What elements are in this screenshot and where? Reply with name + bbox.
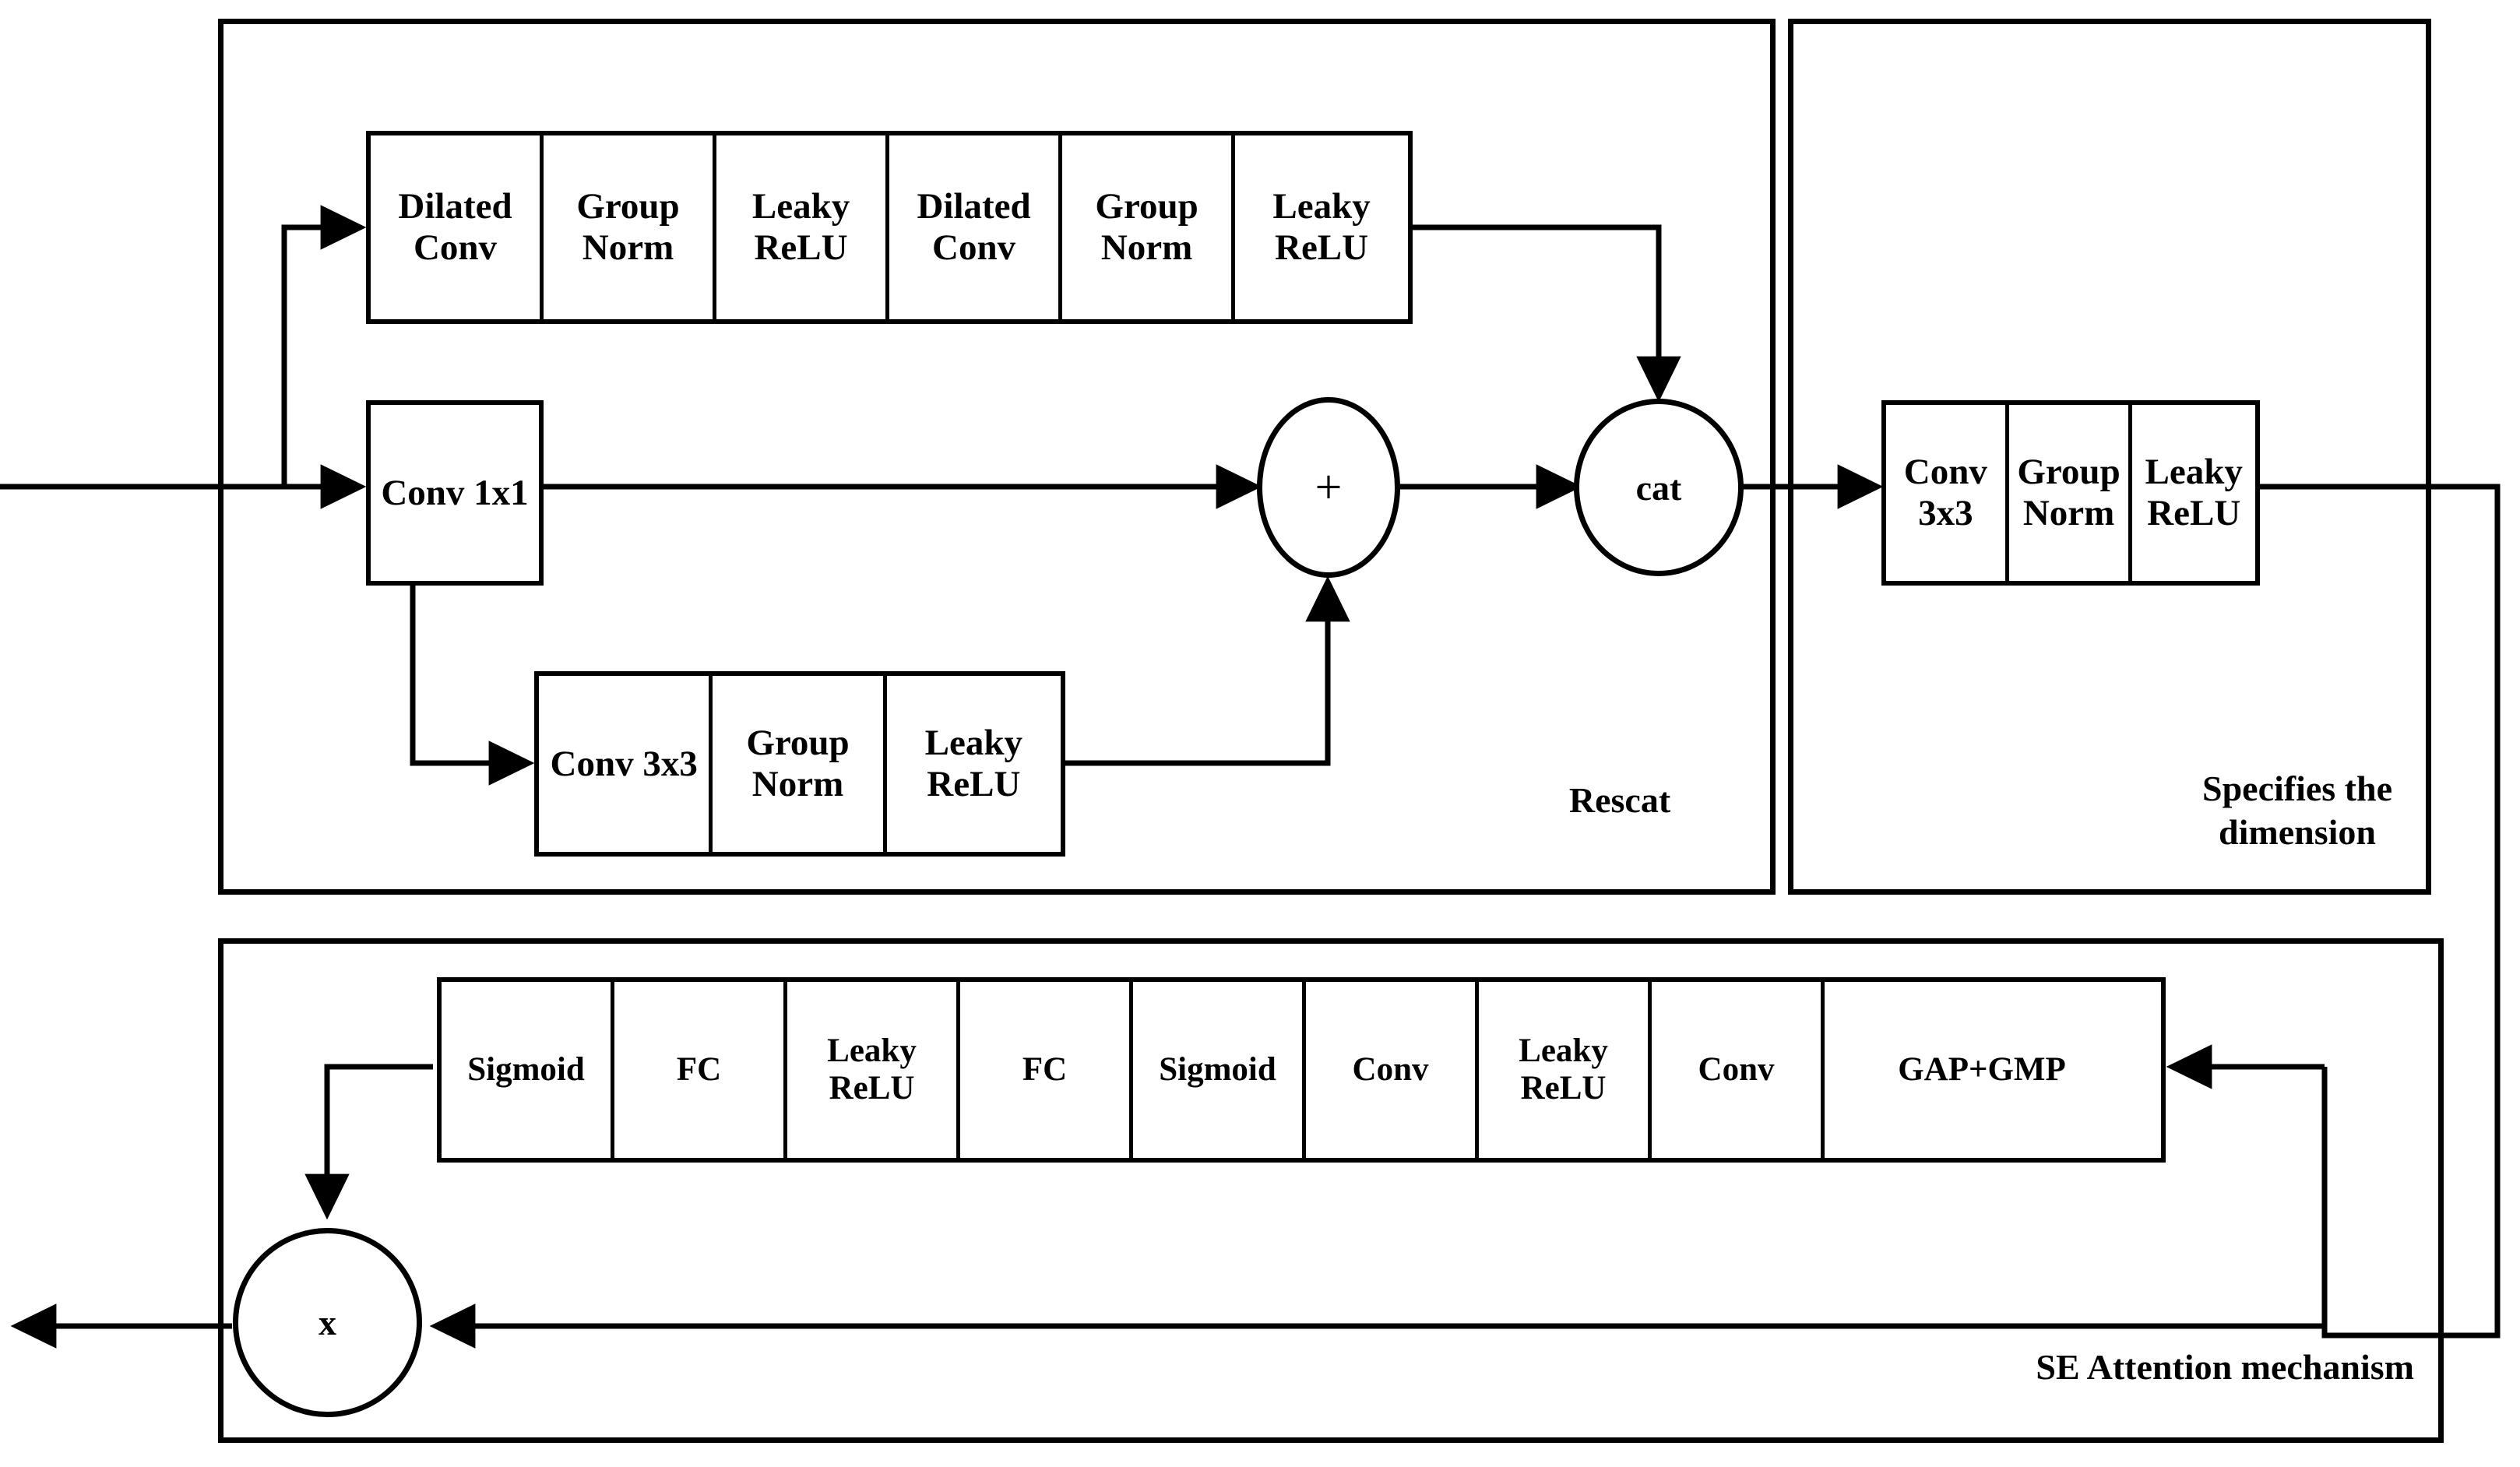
block-se-sigmoid-1[interactable]: Sigmoid <box>442 982 614 1158</box>
block-conv-1x1[interactable]: Conv 1x1 <box>366 400 544 586</box>
block-se-leaky-relu-2[interactable]: Leaky ReLU <box>1479 982 1652 1158</box>
block-leaky-relu-2[interactable]: Leaky ReLU <box>1272 186 1371 268</box>
block-se-sigmoid-2[interactable]: Sigmoid <box>1133 982 1306 1158</box>
node-multiply[interactable]: x <box>233 1228 422 1417</box>
wire-dilated-to-cat <box>1410 224 1681 403</box>
wire-input-branch-to-dilated <box>281 205 367 487</box>
wire-conv3x3-to-add <box>1065 575 1350 766</box>
block-leaky-relu-1[interactable]: Leaky ReLU <box>716 135 890 319</box>
block-dilated-conv-1[interactable]: Dilated Conv <box>371 135 544 319</box>
block-se-leaky-relu-1[interactable]: Leaky ReLU <box>787 982 960 1158</box>
block-group-norm-specifies[interactable]: Group Norm <box>2009 405 2133 581</box>
node-cat[interactable]: cat <box>1574 399 1744 576</box>
block-se-fc-1[interactable]: FC <box>614 982 787 1158</box>
label-specifies-dimension: Specifies the dimension <box>2201 769 2392 853</box>
panel-specifies-dimension <box>1788 19 2431 895</box>
se-attention-chain: Sigmoid FC Leaky ReLU FC Sigmoid Conv Le… <box>437 977 2166 1163</box>
node-add[interactable]: + <box>1257 397 1400 578</box>
block-conv-3x3-lower[interactable]: Conv 3x3 <box>539 676 713 852</box>
dilated-conv-chain: Dilated Conv Group Norm Leaky ReLU Dilat… <box>366 131 1413 324</box>
conv3x3-chain: Conv 3x3 Group Norm Leaky ReLU <box>534 671 1065 857</box>
block-se-conv-1[interactable]: Conv <box>1306 982 1479 1158</box>
block-group-norm-2[interactable]: Group Norm <box>1062 135 1236 319</box>
specifies-dimension-chain: Conv 3x3 Group Norm Leaky ReLU <box>1881 400 2260 586</box>
panel-rescat <box>218 19 1776 895</box>
block-group-norm-1[interactable]: Group Norm <box>544 135 717 319</box>
label-rescat: Rescat <box>1568 780 1671 820</box>
block-leaky-relu-specifies[interactable]: Leaky ReLU <box>2145 452 2243 533</box>
panel-se-attention <box>218 938 2444 1443</box>
block-group-norm-lower[interactable]: Group Norm <box>713 676 887 852</box>
block-dilated-conv-2[interactable]: Dilated Conv <box>889 135 1063 319</box>
block-se-fc-2[interactable]: FC <box>960 982 1133 1158</box>
block-se-gap-gmp[interactable]: GAP+GMP <box>1898 1050 2066 1088</box>
wire-conv1x1-to-conv3x3 <box>410 586 535 786</box>
block-conv-3x3-specifies[interactable]: Conv 3x3 <box>1886 405 2009 581</box>
block-se-conv-2[interactable]: Conv <box>1652 982 1825 1158</box>
block-leaky-relu-lower[interactable]: Leaky ReLU <box>924 723 1023 804</box>
wire-sigmoid-to-mul <box>304 1064 433 1220</box>
label-se-attention-mechanism: SE Attention mechanism <box>2036 1347 2414 1387</box>
wire-specifies-to-se-rail <box>2260 484 2501 1339</box>
